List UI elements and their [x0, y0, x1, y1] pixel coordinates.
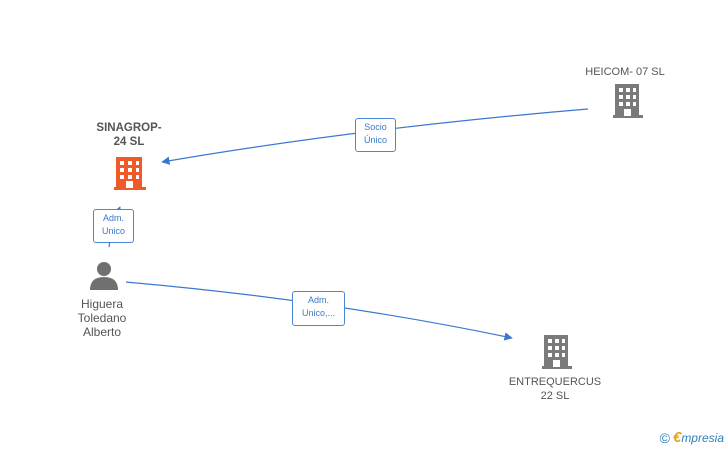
empresia-watermark: © €mpresia [660, 429, 724, 446]
edge-label-adm-unico-more[interactable]: Adm. Unico,... [292, 291, 345, 326]
building-icon[interactable] [114, 157, 146, 190]
edge-label-adm-unico[interactable]: Adm. Unico [93, 209, 134, 243]
node-label-higuera[interactable]: Higuera Toledano Alberto [77, 297, 127, 339]
brand-initial: € [672, 429, 682, 446]
node-label-entrequercus[interactable]: ENTREQUERCUS 22 SL [508, 376, 602, 402]
copyright-icon: © [659, 429, 670, 446]
person-icon[interactable] [90, 262, 118, 290]
brand-name: mpresia [681, 430, 724, 445]
node-label-sinagrop[interactable]: SINAGROP- 24 SL [96, 122, 162, 148]
building-icon[interactable] [542, 335, 572, 369]
building-icon[interactable] [613, 84, 643, 118]
node-label-heicom[interactable]: HEICOM- 07 SL [585, 66, 665, 78]
edge-label-socio-unico[interactable]: Socio Único [355, 118, 396, 152]
